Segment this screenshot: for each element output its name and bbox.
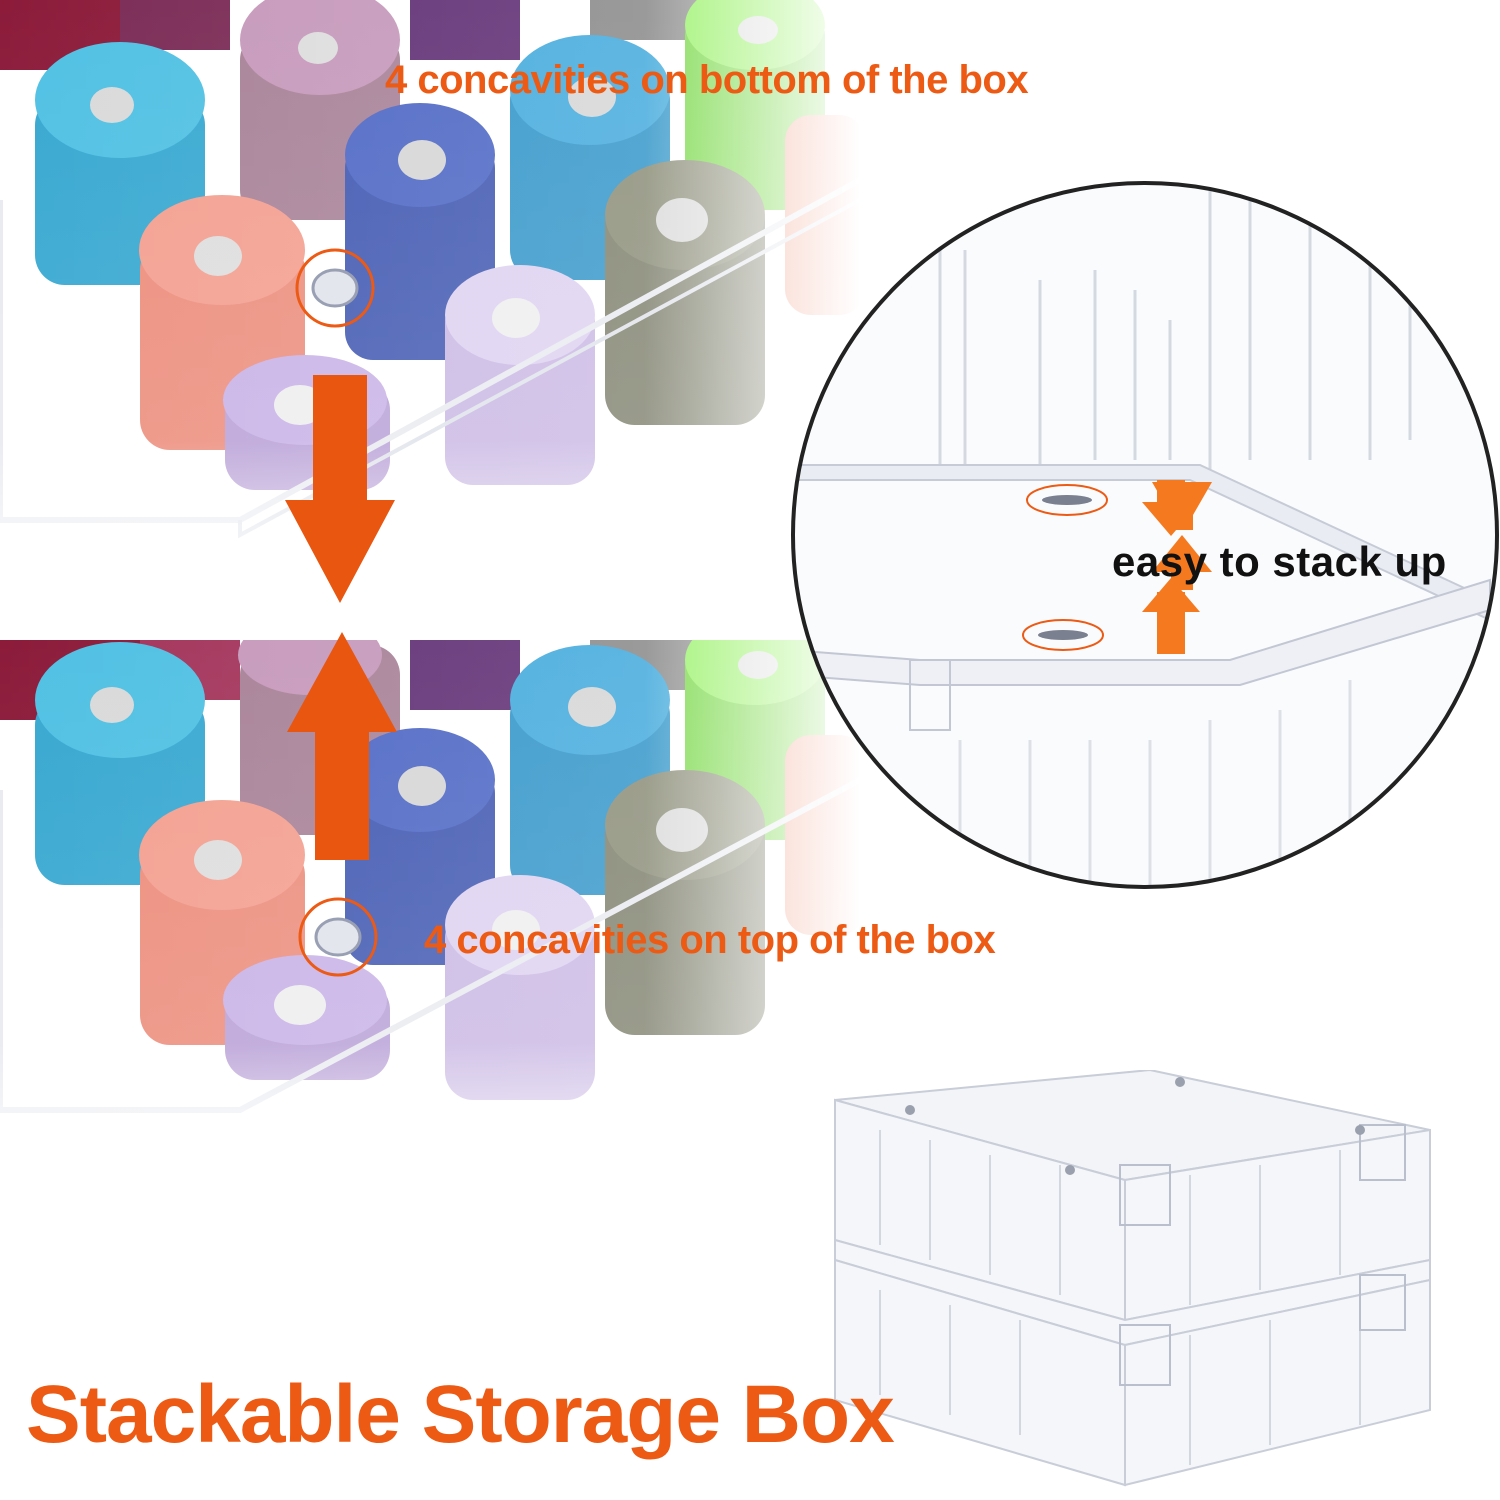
page-title: Stackable Storage Box <box>26 1369 895 1460</box>
concavity-highlight-top <box>295 248 375 328</box>
concavity-mark-lower <box>1022 619 1104 651</box>
bottom-concavities-label: 4 concavities on bottom of the box <box>385 58 1029 102</box>
spool-box-photo-top <box>0 0 860 630</box>
stacking-detail-magnifier <box>790 180 1500 890</box>
stack-label: easy to stack up <box>1112 538 1447 585</box>
arrow-up-icon <box>287 632 397 860</box>
stacked-boxes-photo <box>820 1070 1440 1490</box>
spool-box-photo-bottom <box>0 640 860 1200</box>
concavity-mark-upper <box>1026 484 1108 516</box>
top-concavities-label: 4 concavities on top of the box <box>424 918 996 962</box>
concavity-highlight-bottom <box>298 897 378 977</box>
arrow-down-icon <box>285 375 395 603</box>
double-arrow-icon <box>1142 480 1212 654</box>
